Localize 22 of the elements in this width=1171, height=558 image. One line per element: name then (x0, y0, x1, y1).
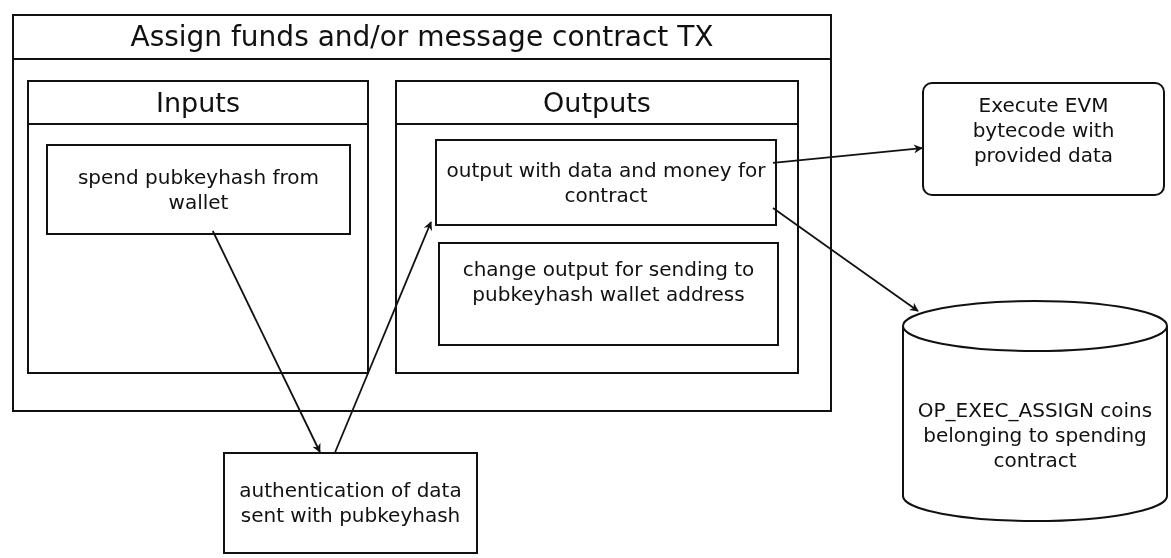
process-box (223, 452, 478, 554)
panel-heading: Outputs (397, 82, 797, 125)
node-label: output with data and money for contract (445, 157, 767, 208)
panel-heading: Assign funds and/or message contract TX (14, 16, 830, 60)
process-box (435, 139, 777, 226)
node-label: authentication of data sent with pubkeyhash (238, 478, 463, 528)
outputs-panel (395, 80, 799, 374)
node-label: OP_EXEC_ASSIGN coins belonging to spending contract (916, 398, 1154, 473)
node-label: Execute EVM bytecode with provided data (971, 93, 1116, 168)
database-cylinder (902, 300, 1168, 522)
arrow (772, 144, 923, 164)
inputs-panel (27, 80, 369, 374)
process-box (46, 144, 351, 235)
node-label: spend pubkeyhash from wallet (76, 164, 321, 215)
process-box (922, 82, 1165, 196)
arrow (772, 207, 919, 312)
panel-heading: Inputs (29, 82, 367, 125)
arrow (211, 230, 321, 453)
transaction-frame (12, 14, 832, 412)
arrow (334, 221, 433, 453)
node-label: change output for sending to pubkeyhash wallet address (461, 256, 756, 307)
process-box (438, 242, 779, 346)
